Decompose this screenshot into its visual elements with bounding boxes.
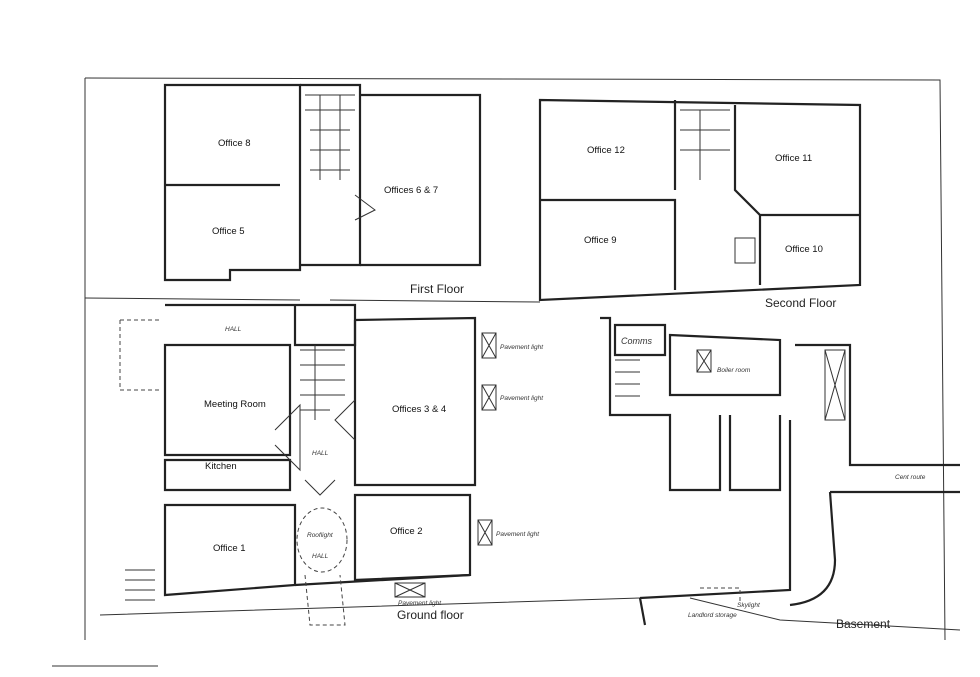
annotation-pavement-light-2: Pavement light — [500, 395, 544, 402]
room-kitchen: Kitchen — [205, 461, 237, 472]
room-offices-3-4: Offices 3 & 4 — [392, 404, 446, 415]
second-floor-plan — [538, 98, 862, 302]
basement-plan — [600, 316, 960, 626]
room-office-2: Office 2 — [390, 526, 423, 537]
ground-floor-label: Ground floor — [397, 608, 464, 622]
room-office-1: Office 1 — [213, 543, 246, 554]
basement-label: Basement — [836, 617, 891, 631]
annotation-pavement-light-1: Pavement light — [500, 344, 544, 351]
pavement-light-boxes — [394, 332, 497, 598]
first-floor-label: First Floor — [410, 282, 464, 296]
room-office-11: Office 11 — [775, 153, 812, 164]
annotation-pavement-light-4: Pavement light — [398, 600, 442, 607]
room-office-8: Office 8 — [218, 138, 251, 149]
first-floor-plan — [163, 83, 482, 282]
room-meeting-room: Meeting Room — [204, 399, 266, 410]
annotation-hall-top: HALL — [225, 326, 242, 333]
room-office-12: Office 12 — [587, 145, 625, 156]
annotation-pavement-light-3: Pavement light — [496, 531, 540, 538]
sheet-frame — [52, 77, 961, 667]
annotation-hall-low: HALL — [312, 553, 329, 560]
annotation-skylight: Skylight — [737, 602, 761, 609]
ground-floor-plan — [119, 303, 497, 626]
room-office-10: Office 10 — [785, 244, 823, 255]
room-office-5: Office 5 — [212, 226, 245, 237]
annotation-hall-mid: HALL — [312, 450, 329, 457]
annotation-comms: Comms — [621, 336, 652, 346]
annotation-cent-route: Cent route — [895, 474, 926, 481]
room-offices-6-7: Offices 6 & 7 — [384, 185, 438, 196]
annotation-boiler-room: Boiler room — [717, 367, 751, 374]
annotation-rooflight: Rooflight — [307, 532, 334, 539]
second-floor-label: Second Floor — [765, 296, 836, 310]
annotation-landlord-storage: Landlord storage — [688, 612, 737, 619]
room-office-9: Office 9 — [584, 235, 617, 246]
